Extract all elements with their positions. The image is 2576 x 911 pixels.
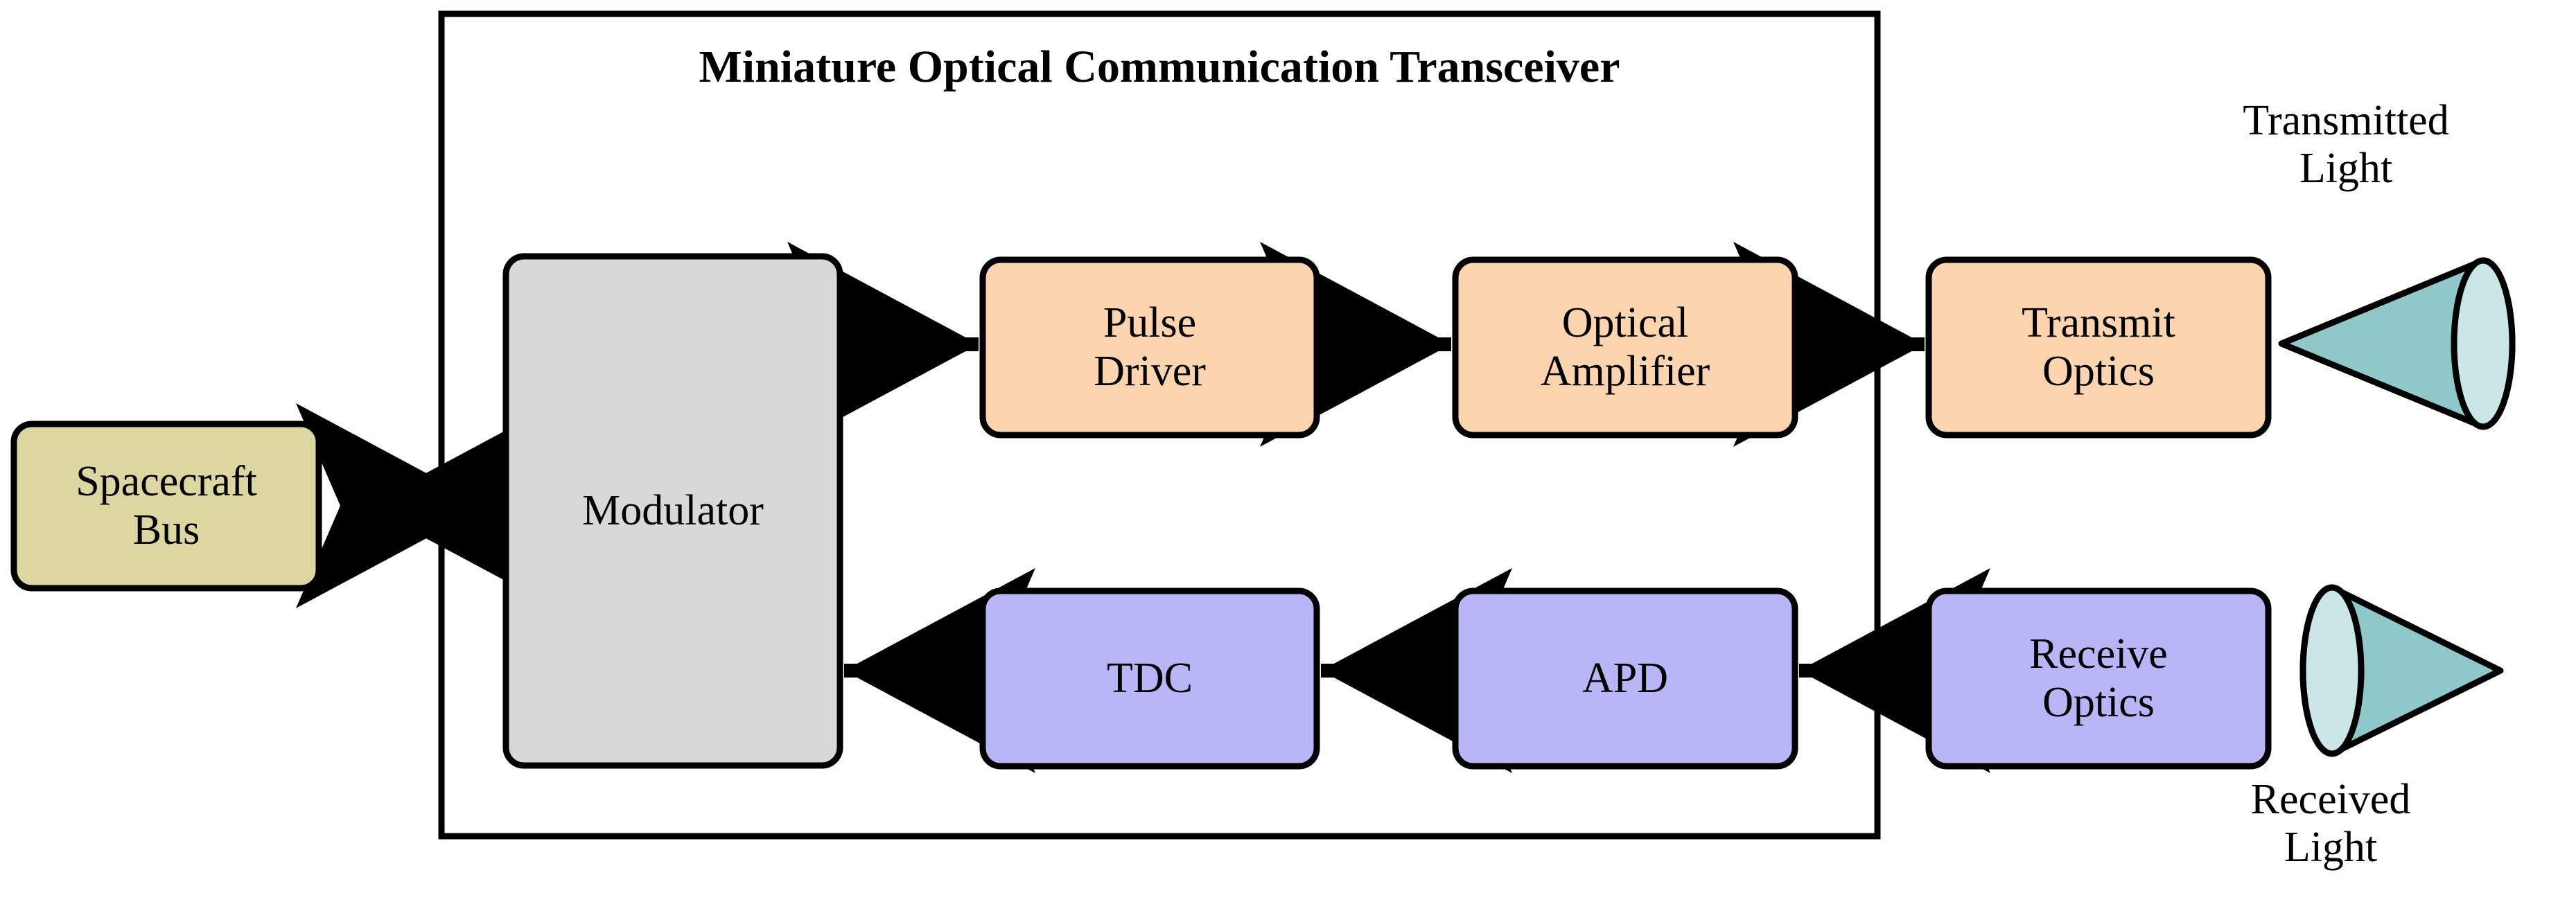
- received-light-cone: [2299, 584, 2504, 757]
- node-receive-optics[interactable]: [1925, 587, 2272, 770]
- node-optical-amplifier[interactable]: [1452, 256, 1798, 439]
- node-apd[interactable]: [1452, 587, 1798, 770]
- transmitted-light-cone: [2278, 257, 2516, 430]
- cone-cap-transmitted: [2451, 257, 2516, 430]
- node-modulator[interactable]: [502, 253, 843, 769]
- node-tdc[interactable]: [979, 587, 1320, 770]
- cone-cap-received: [2299, 584, 2365, 757]
- node-pulse-driver[interactable]: [979, 256, 1320, 439]
- node-transmit-optics[interactable]: [1925, 256, 2272, 439]
- node-group: [10, 253, 2272, 770]
- connector-group: [296, 242, 1990, 773]
- node-spacecraft-bus[interactable]: [10, 421, 322, 592]
